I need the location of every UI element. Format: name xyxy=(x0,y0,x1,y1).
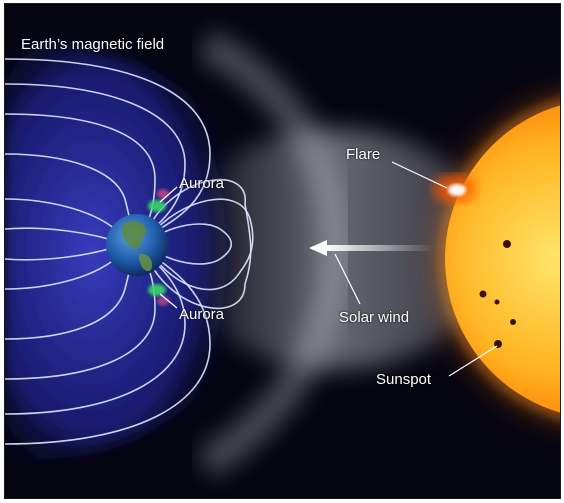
diagram-canvas xyxy=(5,30,560,477)
solar-flare xyxy=(433,175,477,203)
earth xyxy=(106,214,168,276)
sunspot-mark xyxy=(494,299,500,305)
aurora-south-label: Aurora xyxy=(179,306,225,323)
flare-leader xyxy=(391,161,448,189)
sunspot-mark xyxy=(503,240,511,248)
aurora-north-leader xyxy=(159,186,178,203)
flare-label: Flare xyxy=(346,146,381,163)
solar-wind-arrow xyxy=(309,240,433,256)
leader-lines xyxy=(159,161,498,377)
magnetic-field-lines xyxy=(5,58,254,445)
field-line xyxy=(149,198,254,291)
sunspot-mark xyxy=(510,319,516,325)
sun xyxy=(420,79,560,439)
field-line xyxy=(147,178,252,310)
sunspot-leader xyxy=(448,345,498,377)
solar-wind-label: Solar wind xyxy=(339,309,410,326)
aurora-south-leader xyxy=(159,293,178,309)
diagram-frame: Earth’s magnetic field Aurora Aurora Fla… xyxy=(4,3,561,499)
diagram-title: Earth’s magnetic field xyxy=(21,36,165,53)
solar-wind-leader xyxy=(334,253,361,305)
sunspot-mark xyxy=(479,290,487,298)
field-line xyxy=(144,223,233,265)
aurora-north-label: Aurora xyxy=(179,175,225,192)
sunspot-label: Sunspot xyxy=(376,371,432,388)
